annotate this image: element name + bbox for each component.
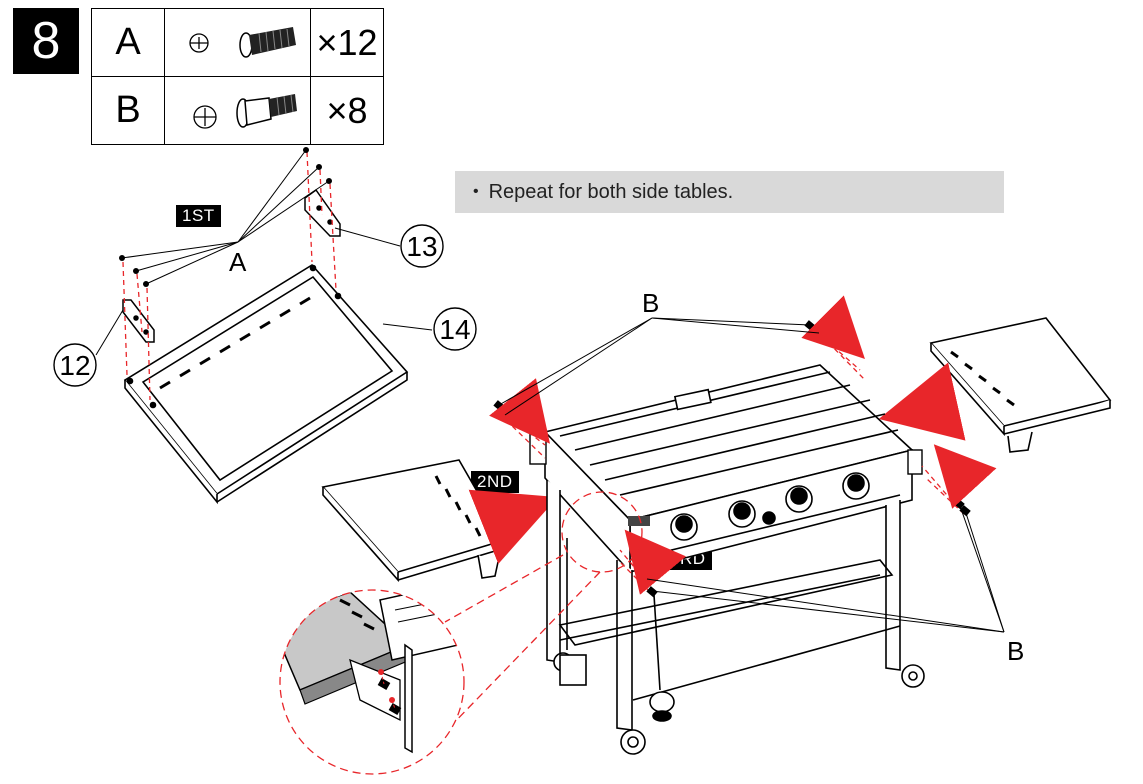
callout-hardware-b-bottom: B	[1007, 636, 1024, 666]
screw-a-marks	[119, 147, 332, 287]
sequence-tag-second: 2ND	[471, 471, 519, 493]
part-quantity: ×12	[310, 8, 384, 77]
arrow-second	[468, 489, 558, 564]
callout-part-13: 13	[406, 231, 437, 262]
part-letter: A	[91, 8, 165, 77]
leader-lines-b	[498, 317, 1005, 633]
note-text: Repeat for both side tables.	[488, 180, 734, 203]
parts-row-b: B ×8	[91, 76, 384, 145]
parts-row-a: A ×12	[91, 8, 384, 77]
gas-regulator	[649, 594, 675, 722]
step-number-badge: 8	[13, 8, 79, 74]
callout-bubbles	[53, 224, 477, 387]
callout-part-14: 14	[439, 314, 470, 345]
arrow-right-table	[878, 362, 966, 441]
side-table-frame-14	[123, 263, 409, 505]
callout-part-12: 12	[59, 350, 90, 381]
callout-hardware-b-top: B	[642, 288, 659, 318]
right-side-table	[929, 317, 1112, 453]
bracket-13	[304, 188, 341, 237]
screw-dashed-guides	[122, 151, 337, 401]
left-side-table	[321, 459, 507, 583]
shoulder-bolt-icon	[164, 76, 311, 145]
part-letter: B	[91, 76, 165, 145]
instruction-note: • Repeat for both side tables.	[455, 171, 1004, 213]
sequence-tag-first: 1ST	[176, 205, 221, 227]
griddle-body	[543, 364, 925, 755]
parts-table: A ×12 B	[91, 8, 384, 145]
control-knobs	[670, 472, 870, 541]
bolt-install-arrows	[489, 295, 997, 595]
bracket-12	[122, 299, 155, 343]
part-quantity: ×8	[310, 76, 384, 145]
note-bullet: •	[473, 183, 479, 200]
leader-lines-a	[95, 149, 433, 356]
callout-hardware-a: A	[229, 247, 247, 277]
